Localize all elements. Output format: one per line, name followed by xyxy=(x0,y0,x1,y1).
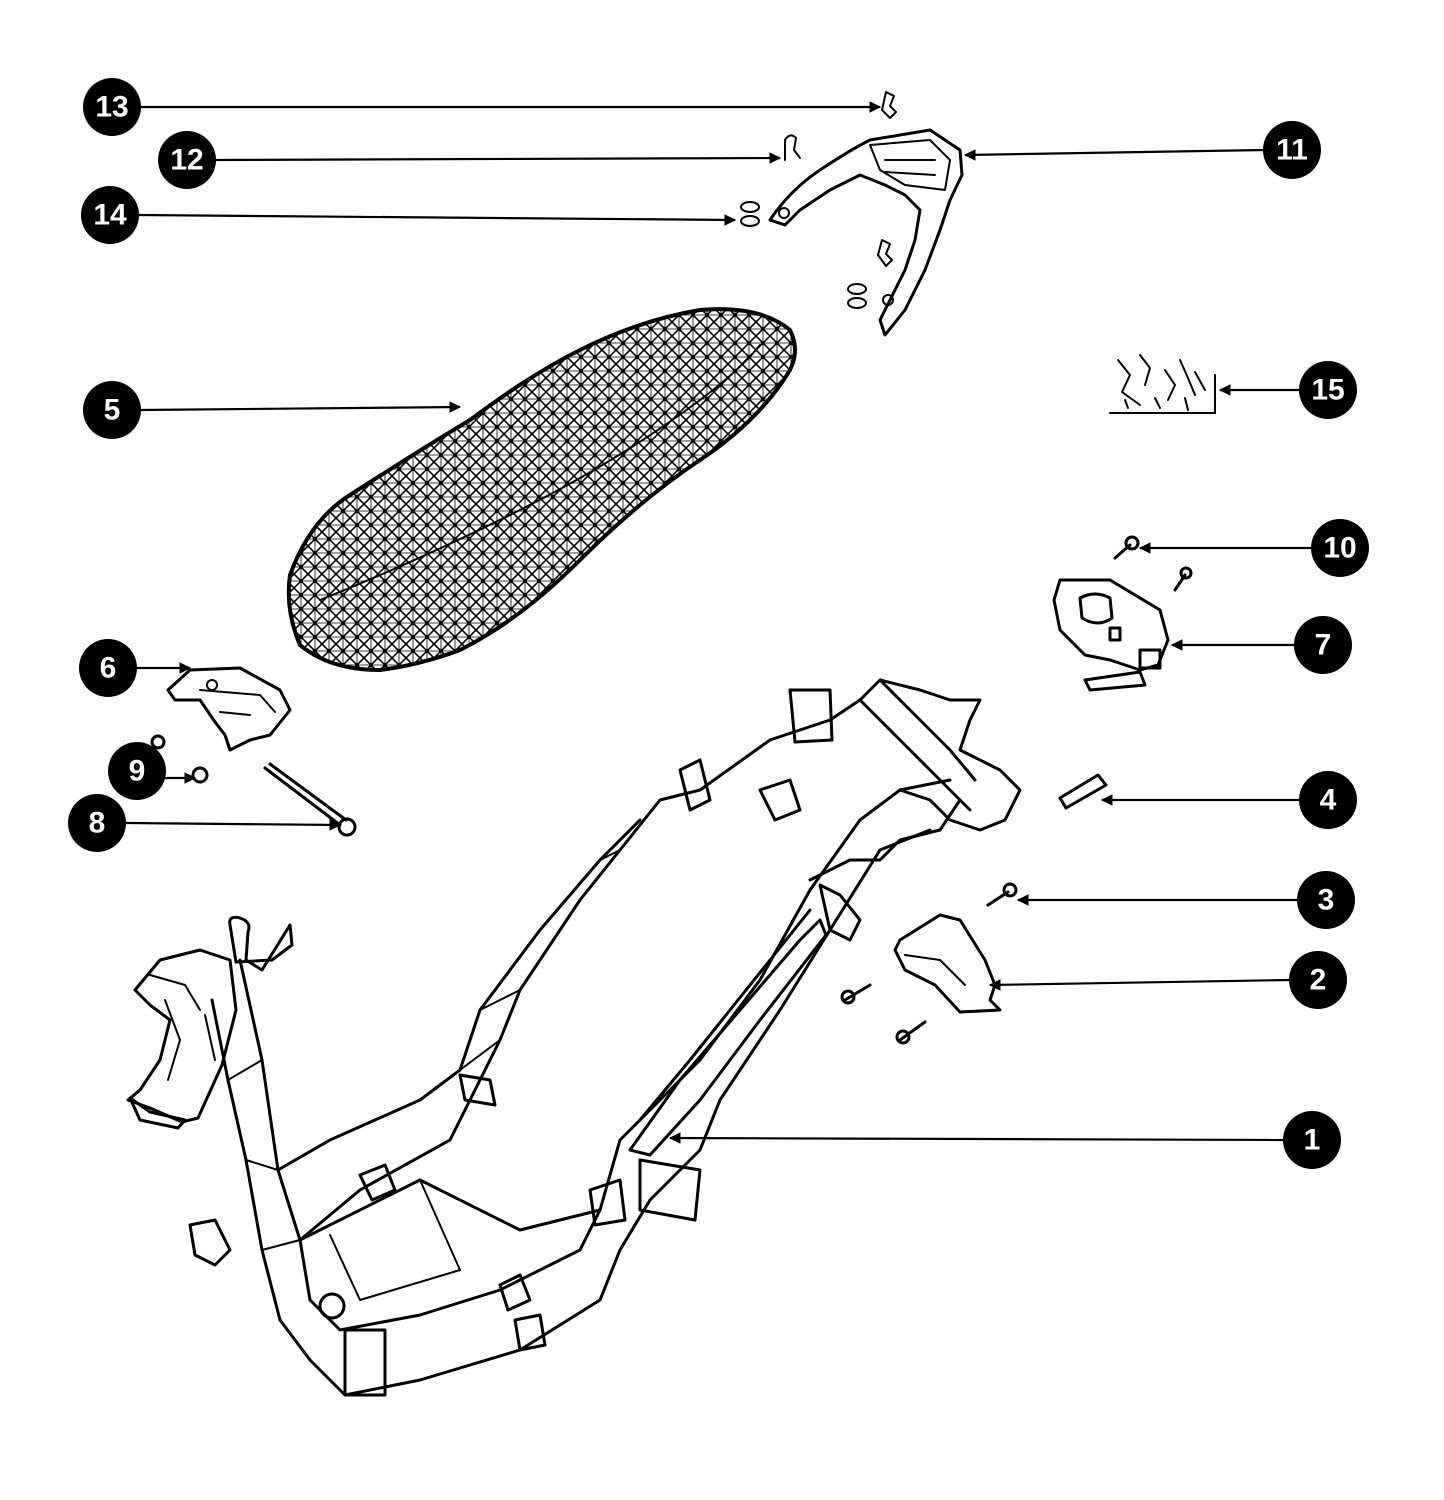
callout-8: 8 xyxy=(68,794,126,852)
bolt-icon xyxy=(895,1020,927,1045)
screw-icon xyxy=(1173,566,1193,592)
screw-part xyxy=(986,882,1018,907)
callout-6: 6 xyxy=(79,639,137,697)
callout-4-label: 4 xyxy=(1320,784,1337,817)
callout-5-label: 5 xyxy=(104,394,121,427)
nut-part xyxy=(150,734,209,784)
callout-9: 9 xyxy=(108,742,166,800)
callout-1: 1 xyxy=(1283,1111,1341,1169)
callout-9-label: 9 xyxy=(129,755,146,788)
seat-part xyxy=(286,307,797,673)
screw-icon xyxy=(1113,535,1140,560)
callout-2: 2 xyxy=(1289,951,1347,1009)
callout-8-label: 8 xyxy=(89,807,106,840)
leader-lines xyxy=(123,105,1312,1142)
callout-14-label: 14 xyxy=(93,199,127,232)
callout-2-label: 2 xyxy=(1310,964,1327,997)
bracket-part xyxy=(166,666,292,752)
callout-3: 3 xyxy=(1297,871,1355,929)
callout-12: 12 xyxy=(158,131,216,189)
pin-part xyxy=(1058,773,1108,810)
callout-7: 7 xyxy=(1294,616,1352,674)
callout-10-label: 10 xyxy=(1323,532,1356,565)
label-sticker-part xyxy=(1109,354,1216,414)
clip-part xyxy=(877,91,897,267)
callout-13-label: 13 xyxy=(95,91,128,124)
callout-1-label: 1 xyxy=(1304,1124,1321,1157)
callout-11: 11 xyxy=(1263,121,1321,179)
callout-11-label: 11 xyxy=(1276,134,1308,167)
callout-4: 4 xyxy=(1299,771,1357,829)
long-bolt-part xyxy=(263,762,357,837)
clip-part xyxy=(784,134,801,161)
callout-14: 14 xyxy=(81,186,139,244)
callout-15: 15 xyxy=(1299,361,1357,419)
washer-part xyxy=(740,201,867,309)
bolt-icon xyxy=(840,983,872,1005)
callout-7-label: 7 xyxy=(1315,629,1332,662)
rear-cover-part xyxy=(840,913,1002,1045)
callout-12-label: 12 xyxy=(170,144,203,177)
arrowheads xyxy=(179,101,1231,1144)
callout-15-label: 15 xyxy=(1311,374,1344,407)
callout-10: 10 xyxy=(1311,519,1369,577)
frame-part xyxy=(126,678,1022,1397)
callout-13: 13 xyxy=(83,78,141,136)
lock-plate-part xyxy=(1052,535,1193,692)
rear-carrier-part xyxy=(768,128,964,337)
callout-3-label: 3 xyxy=(1318,884,1335,917)
callout-5: 5 xyxy=(83,381,141,439)
callout-6-label: 6 xyxy=(100,652,117,685)
